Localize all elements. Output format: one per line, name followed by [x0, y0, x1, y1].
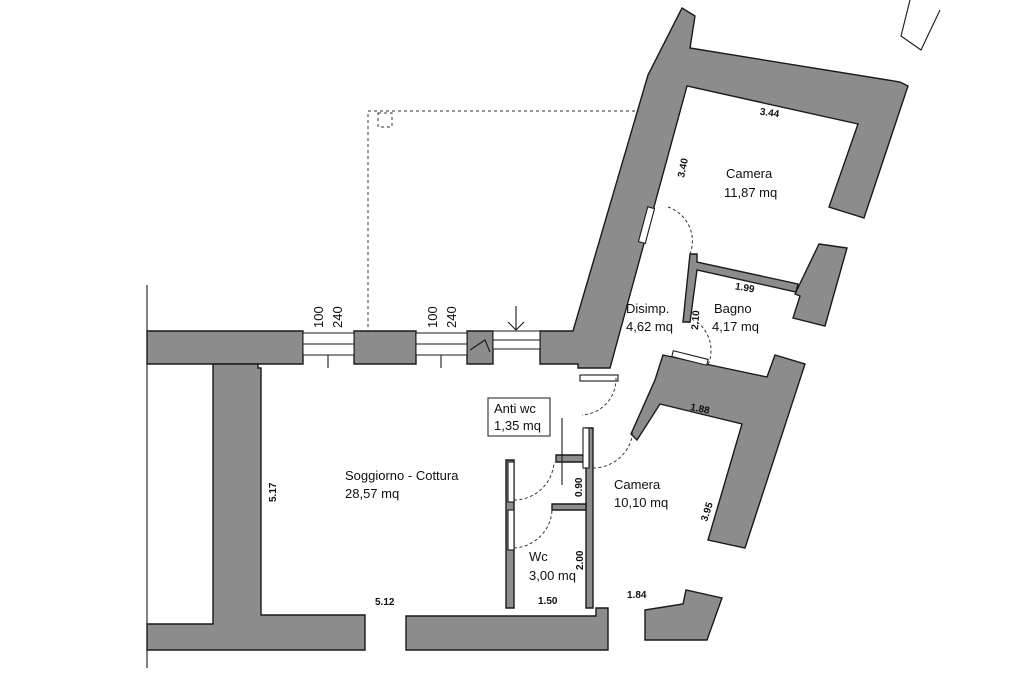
window-2-width: 100 [425, 306, 440, 328]
room-name-antiwc: Anti wc [494, 401, 536, 416]
room-name-bagno: Bagno [714, 301, 752, 316]
door-bagno [671, 350, 709, 366]
room-labels: Camera 11,87 mq Disimp. 4,62 mq Bagno 4,… [345, 166, 777, 583]
window-1-height: 240 [330, 306, 345, 328]
dim-soggiorno-width: 5.12 [375, 597, 395, 608]
windows [302, 306, 541, 368]
room-area-soggiorno: 28,57 mq [345, 486, 399, 501]
dim-wc-width: 1.50 [538, 596, 558, 607]
room-area-camera-2: 10,10 mq [614, 495, 668, 510]
dimension-labels: 3.44 3.40 1.99 2.10 1.88 3.95 0.90 2.00 … [268, 107, 780, 608]
window-labels: 100 240 100 240 [311, 306, 459, 328]
room-name-camera-2: Camera [614, 477, 661, 492]
room-area-camera-1: 11,87 mq [724, 185, 777, 200]
dim-camera-lower-width: 1.88 [689, 402, 711, 417]
room-area-antiwc: 1,35 mq [494, 418, 541, 433]
room-area-bagno: 4,17 mq [712, 319, 759, 334]
walls [146, 7, 909, 651]
door-wc [507, 509, 515, 551]
room-name-disimp: Disimp. [626, 301, 669, 316]
dim-bagno-height: 2.10 [690, 310, 702, 331]
dim-wc-height: 2.00 [575, 550, 586, 570]
wall-camera-lower [630, 354, 806, 549]
room-area-disimp: 4,62 mq [626, 319, 673, 334]
wall-pier [353, 330, 417, 365]
door-entrance-inner [579, 374, 619, 382]
room-name-camera-1: Camera [726, 166, 773, 181]
wall-partition-wc-right [585, 427, 594, 609]
door-antiwc [507, 461, 515, 503]
room-name-wc: Wc [529, 549, 548, 564]
terrace-outline [367, 110, 640, 333]
dim-soggiorno-height: 5.17 [268, 482, 279, 502]
window-2-height: 240 [444, 306, 459, 328]
wall-partition-bagno [682, 253, 799, 323]
wall-diagonal [539, 7, 909, 369]
wall-left [146, 363, 366, 651]
room-name-soggiorno: Soggiorno - Cottura [345, 468, 459, 483]
dim-camera-lower-bottom: 1.84 [627, 590, 647, 601]
wall-partition-antiwc [555, 454, 587, 463]
room-area-wc: 3,00 mq [529, 568, 576, 583]
exterior-lines [146, 0, 941, 668]
door-camera-lower [582, 427, 590, 469]
dim-camera-top-width: 3.44 [759, 107, 780, 121]
door-camera-top [637, 206, 656, 245]
wall-top-left [146, 330, 304, 365]
wall-bathroom-right [792, 243, 848, 327]
dim-camera-top-height: 3.40 [676, 157, 691, 179]
dim-bagno-width: 1.99 [734, 281, 756, 295]
wall-bottom [405, 607, 609, 651]
wall-partition-wc-mid [551, 503, 587, 511]
window-1-width: 100 [311, 306, 326, 328]
wall-entrance-left [466, 330, 494, 365]
wall-bottom-right [644, 589, 723, 641]
doors [507, 206, 712, 551]
dim-antiwc: 0.90 [574, 477, 585, 497]
